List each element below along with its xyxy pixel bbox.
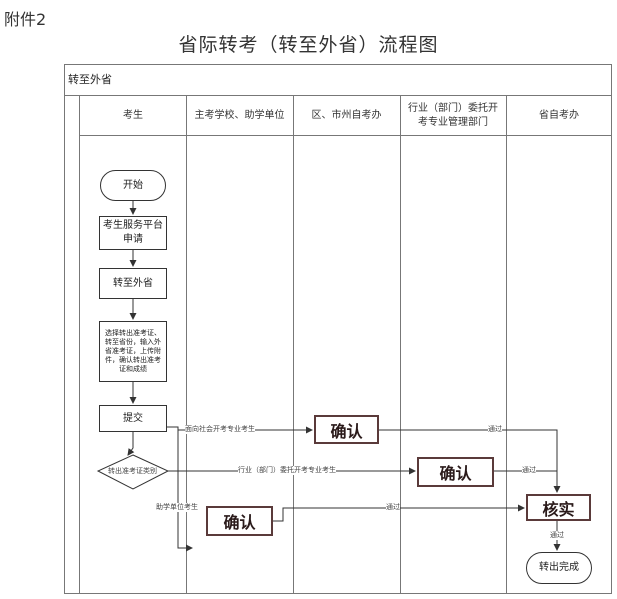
start-node: 开始 — [100, 170, 166, 201]
column-header-school: 主考学校、助学单位 — [186, 96, 293, 136]
select-info-node: 选择转出准考证、转至省份，输入外省准考证，上传附件，确认转出准考证和成绩 — [99, 321, 167, 382]
industry-confirm-node: 确认 — [417, 457, 494, 487]
decision-diamond — [96, 454, 170, 490]
page-title: 省际转考（转至外省）流程图 — [178, 34, 439, 56]
decision-label: 转出准考证类别 — [108, 467, 157, 475]
flowchart-frame — [64, 64, 612, 594]
edge-label-social: 面向社会开考专业考生 — [185, 425, 255, 434]
edge-label-industry: 行业（部门）委托开考专业考生 — [238, 466, 336, 475]
done-node: 转出完成 — [526, 552, 592, 584]
lane-divider — [293, 96, 294, 594]
edge-label-pass: 通过 — [488, 425, 502, 434]
lane-divider — [506, 96, 507, 594]
verify-node: 核实 — [526, 494, 591, 521]
edge-label-pass: 通过 — [522, 466, 536, 475]
apply-node: 考生服务平台申请 — [99, 216, 167, 250]
left-strip-divider — [79, 96, 80, 594]
column-header-candidate: 考生 — [80, 96, 186, 136]
frame-title: 转至外省 — [68, 73, 112, 86]
edge-label-pass: 通过 — [550, 531, 564, 540]
assist-unit-confirm-node: 确认 — [206, 506, 273, 536]
attachment-label: 附件2 — [4, 10, 47, 29]
column-header-province-office: 省自考办 — [506, 96, 612, 136]
column-header-city-office: 区、市州自考办 — [293, 96, 400, 136]
transfer-node: 转至外省 — [99, 268, 167, 299]
lane-divider — [400, 96, 401, 594]
frame-header — [64, 64, 612, 96]
edge-label-assist: 助学单位考生 — [156, 503, 198, 512]
submit-node: 提交 — [99, 405, 167, 432]
edge-label-pass: 通过 — [386, 503, 400, 512]
lane-divider — [186, 96, 187, 594]
city-office-confirm-node: 确认 — [314, 415, 379, 444]
column-header-industry: 行业（部门）委托开考专业管理部门 — [400, 96, 506, 136]
